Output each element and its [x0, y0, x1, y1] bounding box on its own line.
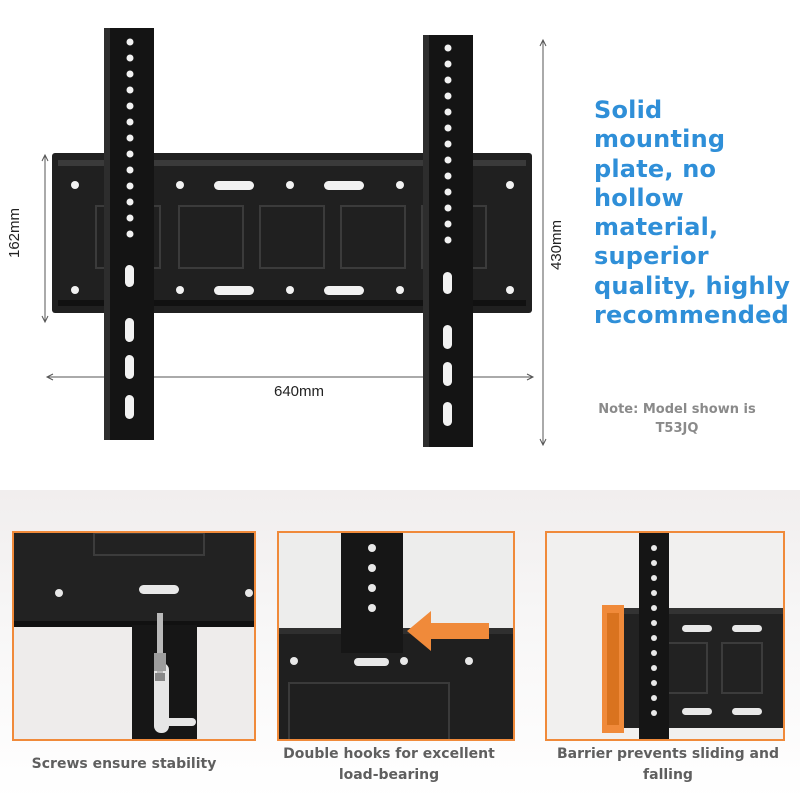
caption-hooks: Double hooks for excellent load-bearing — [283, 746, 495, 783]
screw-closeup-illustration — [14, 533, 254, 739]
caption-barrier: Barrier prevents sliding and falling — [557, 746, 779, 783]
feature-panel-screws — [12, 531, 256, 741]
hook-closeup-illustration — [279, 533, 513, 739]
wall-mount-diagram — [41, 28, 547, 447]
total-height-dimension-label: 430mm — [548, 219, 565, 270]
plate-height-dimension-label: 162mm — [6, 207, 23, 258]
left-vertical-arm — [104, 28, 154, 440]
right-vertical-arm — [423, 35, 473, 447]
screw-icon — [154, 613, 166, 681]
feature-panel-barrier — [545, 531, 785, 741]
barrier-highlight — [602, 605, 624, 733]
caption-screws: Screws ensure stability — [31, 756, 217, 772]
feature-panel-hooks — [277, 531, 515, 741]
headline-text: Solid mounting plate, no hollow material… — [594, 96, 791, 330]
barrier-closeup-illustration — [547, 533, 783, 739]
model-note: Note: Model shown is T53JQ — [598, 402, 756, 436]
width-dimension-label: 640mm — [274, 383, 325, 400]
arrow-left-icon — [407, 611, 489, 651]
